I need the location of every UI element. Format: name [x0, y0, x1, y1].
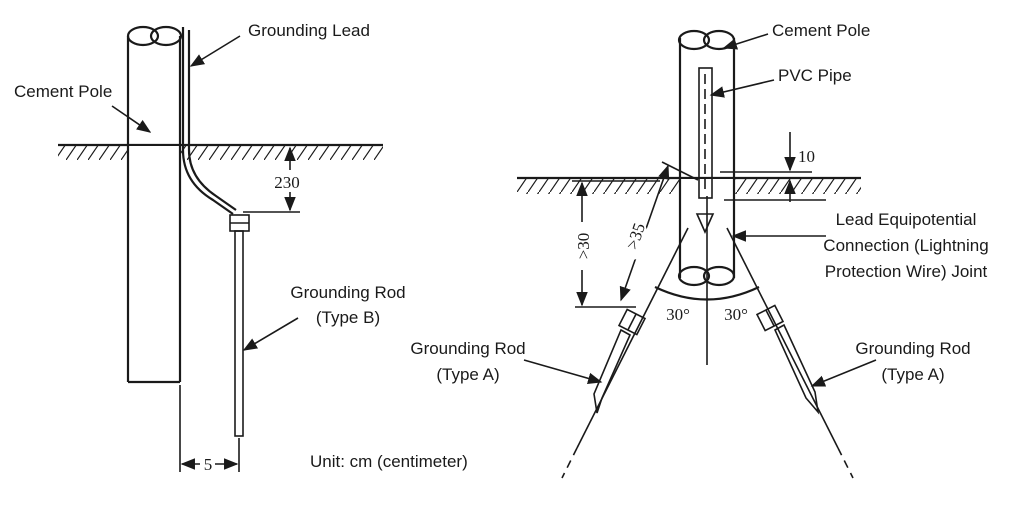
label-cement-pole-left: Cement Pole	[14, 82, 112, 101]
grounding-rod-type-a-left	[593, 308, 647, 414]
pvc-pipe	[698, 67, 713, 199]
grounding-lead	[181, 27, 237, 215]
label-pvc-pipe: PVC Pipe	[778, 66, 852, 85]
label-grounding-rod-b-2: (Type B)	[316, 308, 380, 327]
right-diagram: 30° 30° >30	[410, 21, 989, 479]
joint-mark	[695, 213, 715, 234]
angle-label-right: 30°	[724, 305, 748, 324]
dimension-10: 10	[720, 132, 815, 202]
leader-grounding-lead	[189, 35, 241, 67]
leader-cement-pole	[111, 105, 152, 133]
dim-label-gt30: >30	[574, 233, 593, 260]
leader-pvc-pipe	[709, 79, 775, 98]
dimension-gt30: >30	[572, 180, 660, 308]
label-grounding-rod-b-1: Grounding Rod	[290, 283, 405, 302]
leader-rod-a-left	[523, 359, 603, 384]
label-rod-a-right-1: Grounding Rod	[855, 339, 970, 358]
unit-note: Unit: cm (centimeter)	[310, 452, 468, 471]
dimension-gt35: >35	[617, 161, 699, 302]
leader-cement-pole-right	[722, 33, 769, 50]
label-cement-pole-right: Cement Pole	[772, 21, 870, 40]
leader-rod-a-right	[810, 359, 877, 387]
label-rod-a-right-2: (Type A)	[881, 365, 944, 384]
angle-label-left: 30°	[666, 305, 690, 324]
grounding-rod-type-a-right	[755, 304, 820, 415]
leader-grounding-rod-b	[242, 317, 299, 351]
label-joint-1: Lead Equipotential	[836, 210, 977, 229]
guide-line-left	[576, 227, 689, 449]
label-rod-a-left-1: Grounding Rod	[410, 339, 525, 358]
left-diagram: 230 5 Grounding Lead Cement Pole Groundi…	[14, 21, 406, 474]
dim-label-5: 5	[204, 455, 213, 474]
label-rod-a-left-2: (Type A)	[436, 365, 499, 384]
ground-hatching	[58, 145, 383, 160]
guide-line-right	[726, 227, 839, 449]
dim-label-230: 230	[274, 173, 300, 192]
label-joint-3: Protection Wire) Joint	[825, 262, 988, 281]
cement-pole	[126, 25, 183, 384]
dimension-5: 5	[179, 385, 240, 474]
label-grounding-lead: Grounding Lead	[248, 21, 370, 40]
dim-label-10: 10	[798, 147, 815, 166]
grounding-rod-type-b	[229, 214, 250, 437]
dimension-230: 230	[243, 146, 308, 213]
label-joint-2: Connection (Lightning	[823, 236, 988, 255]
